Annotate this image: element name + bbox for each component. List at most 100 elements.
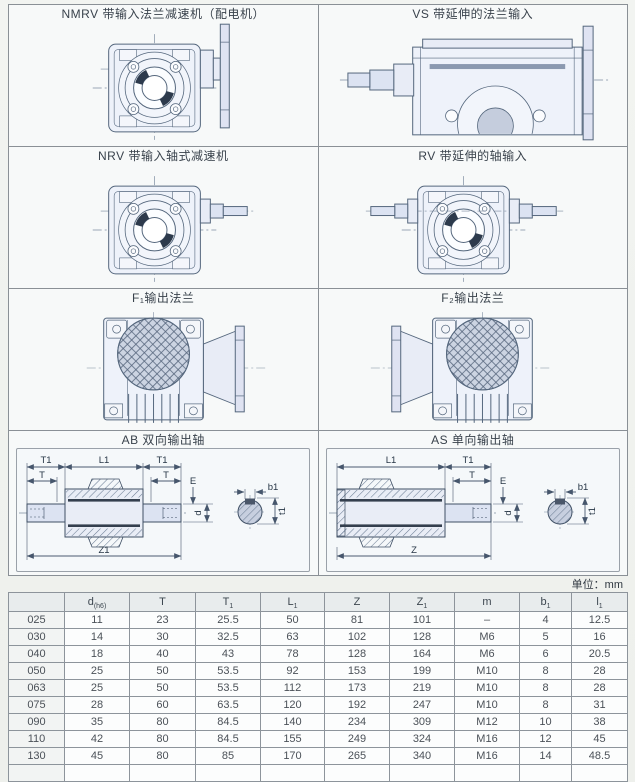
panel-label-f1: F₁输出法兰 [132, 291, 195, 305]
table-cell: 16 [571, 628, 628, 646]
table-cell: 80 [129, 713, 196, 731]
f1-drawing [86, 312, 266, 424]
as-sub-panel: L1 T1 T E d Z b1 t1 [325, 448, 620, 572]
panel-nmrv: NMRV 带输入法兰减速机（配电机） [9, 5, 318, 146]
table-cell: 8 [519, 696, 572, 714]
table-cell: 63.5 [195, 696, 261, 714]
table-cell: 80 [129, 730, 196, 748]
panel-vs: VS 带延伸的法兰输入 [317, 5, 628, 146]
table-cell: 45 [64, 747, 130, 765]
dim-label-t1-key: t1 [277, 507, 288, 515]
row-label: 075 [8, 696, 65, 714]
table-cell: 12 [519, 730, 572, 748]
table-cell [64, 764, 130, 782]
panel-label-f2: F₂输出法兰 [441, 291, 505, 305]
column-header: d(h6) [64, 592, 130, 612]
table-cell: 78 [260, 645, 325, 663]
table-cell: M6 [454, 628, 520, 646]
f2-drawing [370, 312, 550, 424]
dim-label-t1-right: T1 [157, 455, 168, 466]
table-cell: 48.5 [571, 747, 628, 765]
table-cell: 8 [519, 662, 572, 680]
table-cell: 28 [571, 662, 628, 680]
table-cell: M6 [454, 645, 520, 663]
table-cell: 234 [324, 713, 390, 731]
table-cell: 247 [389, 696, 455, 714]
table-cell: 128 [324, 645, 390, 663]
table-cell [454, 764, 520, 782]
ab-shaft-drawing: T1 L1 T1 T T E d Z1 b1 t1 [19, 455, 288, 560]
panel-nrv: NRV 带输入轴式减速机 [9, 147, 318, 288]
panel-label-as: AS 单向输出轴 [431, 433, 515, 447]
panel-as: AS 单向输出轴 [317, 431, 628, 575]
table-cell: 80 [129, 747, 196, 765]
table-cell: 140 [260, 713, 325, 731]
nmrv-drawing [91, 23, 230, 141]
column-header: m [454, 592, 520, 612]
row-label: 025 [8, 611, 65, 629]
dim-label-b1: b1 [577, 482, 588, 493]
panel-label-nrv: NRV 带输入轴式减速机 [98, 149, 229, 163]
table-cell: 4 [519, 611, 572, 629]
table-cell: 340 [389, 747, 455, 765]
dim-label-d: d [193, 510, 204, 515]
dim-label-t-right: T [163, 470, 169, 481]
table-cell: 85 [195, 747, 261, 765]
panel-f1: F₁输出法兰 [9, 289, 318, 430]
table-cell: 84.5 [195, 713, 261, 731]
dim-label-d: d [503, 510, 514, 515]
table-cell: M16 [454, 747, 520, 765]
band-4: AB 双向输出轴 [9, 431, 627, 575]
nrv-drawing [91, 175, 254, 283]
table-cell: 14 [519, 747, 572, 765]
panel-label-nmrv: NMRV 带输入法兰减速机（配电机） [61, 7, 265, 21]
table-cell [195, 764, 261, 782]
dim-label-t1: T1 [462, 455, 473, 466]
row-label: 050 [8, 662, 65, 680]
table-cell: 81 [324, 611, 390, 629]
vs-drawing [340, 25, 610, 141]
table-cell: 112 [260, 679, 325, 697]
table-cell: 309 [389, 713, 455, 731]
dim-label-l1: L1 [385, 455, 396, 466]
table-cell: 28 [571, 679, 628, 697]
table-cell: 38 [571, 713, 628, 731]
table-cell: 170 [260, 747, 325, 765]
table-cell: 63 [260, 628, 325, 646]
table-cell: 35 [64, 713, 130, 731]
table-cell: 50 [260, 611, 325, 629]
column-header: b1 [519, 592, 572, 612]
column-header: T1 [195, 592, 261, 612]
table-cell [389, 764, 455, 782]
dim-label-t-left: T [39, 470, 45, 481]
column-header [8, 592, 65, 612]
table-cell: 92 [260, 662, 325, 680]
row-label: 090 [8, 713, 65, 731]
table-cell: 53.5 [195, 679, 261, 697]
dim-label-l1: L1 [99, 455, 110, 466]
table-cell: M10 [454, 679, 520, 697]
table-cell: 42 [64, 730, 130, 748]
table-cell: 265 [324, 747, 390, 765]
table-cell [519, 764, 572, 782]
dim-label-e: E [500, 476, 506, 487]
table-cell: 8 [519, 679, 572, 697]
table-cell: 153 [324, 662, 390, 680]
table-cell: 199 [389, 662, 455, 680]
table-cell [260, 764, 325, 782]
table-cell: 164 [389, 645, 455, 663]
panel-label-vs: VS 带延伸的法兰输入 [412, 7, 534, 21]
table-cell: 10 [519, 713, 572, 731]
table-cell: 60 [129, 696, 196, 714]
rv-drawing [366, 175, 564, 283]
table-cell: 249 [324, 730, 390, 748]
unit-note: 单位：mm [571, 579, 623, 591]
panel-label-ab: AB 双向输出轴 [121, 433, 205, 447]
